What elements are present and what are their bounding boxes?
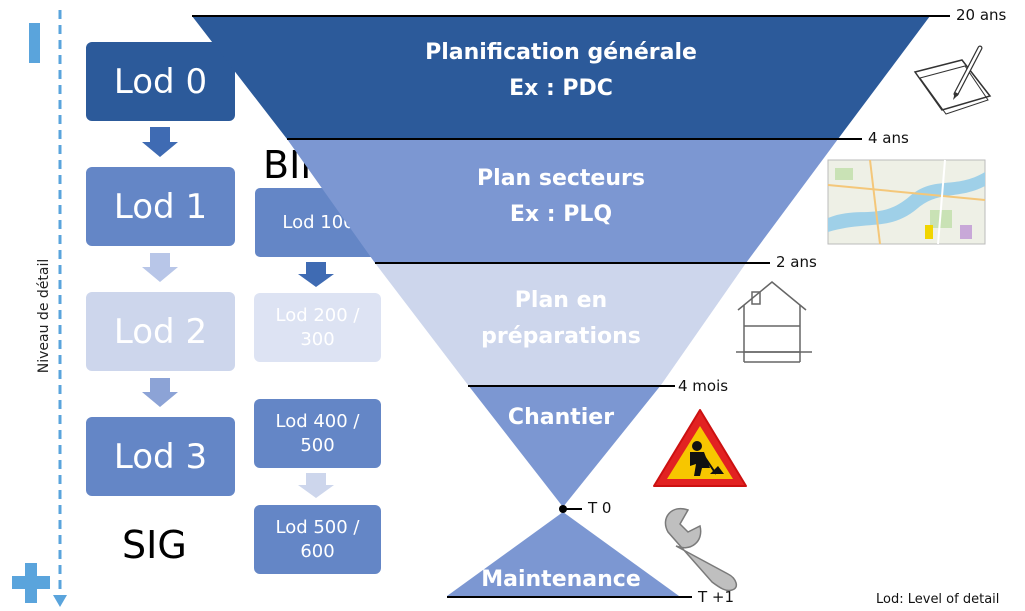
sig-label: SIG bbox=[122, 523, 187, 567]
band-chantier-label: Chantier bbox=[507, 405, 615, 430]
lod-3-box: Lod 3 bbox=[86, 417, 235, 496]
footnote: Lod: Level of detail bbox=[876, 592, 1000, 607]
time-label-20-ans: 20 ans bbox=[956, 6, 1007, 24]
band-planification bbox=[192, 16, 930, 139]
bim-lod-500-box: Lod 500 / 600 bbox=[254, 505, 381, 574]
lod-0-box: Lod 0 bbox=[86, 42, 235, 121]
minus-icon bbox=[29, 23, 40, 63]
arrow-down-icon bbox=[142, 253, 178, 282]
band-secteurs-label: Plan secteurs Ex : PLQ bbox=[477, 166, 645, 227]
band-planification-label: Planification générale Ex : PDC bbox=[425, 40, 697, 101]
lod-2-box: Lod 2 bbox=[86, 292, 235, 371]
time-label-4-mois: 4 mois bbox=[678, 377, 729, 395]
band-preparations bbox=[375, 263, 746, 385]
arrow-down-icon bbox=[142, 127, 178, 157]
band-chantier bbox=[468, 385, 661, 507]
band-maintenance-label: Maintenance bbox=[481, 567, 641, 592]
roadwork-sign-icon bbox=[653, 409, 747, 487]
arrow-down-icon bbox=[142, 378, 178, 407]
time-label-2-ans: 2 ans bbox=[776, 253, 817, 271]
time-label-t1: T +1 bbox=[698, 588, 735, 606]
bim-lod-200-box: Lod 200 / 300 bbox=[254, 293, 381, 362]
lod-1-box: Lod 1 bbox=[86, 167, 235, 246]
bim-lod-400-box: Lod 400 / 500 bbox=[254, 399, 381, 468]
t0-dot bbox=[559, 505, 567, 513]
arrow-down-icon bbox=[298, 473, 334, 498]
time-label-4-ans: 4 ans bbox=[868, 129, 909, 147]
arrow-down-icon bbox=[298, 262, 334, 287]
time-label-t0: T 0 bbox=[588, 499, 612, 517]
band-plan-secteurs bbox=[287, 139, 838, 263]
paper-pencil-icon bbox=[913, 45, 992, 115]
plus-icon bbox=[12, 563, 50, 603]
axis-arrowhead bbox=[53, 595, 67, 607]
band-preparations-label: Plan en préparations bbox=[481, 288, 641, 349]
house-icon bbox=[736, 281, 812, 363]
band-maintenance bbox=[447, 512, 679, 596]
city-map-icon bbox=[827, 159, 986, 245]
wrench-icon bbox=[664, 507, 738, 592]
